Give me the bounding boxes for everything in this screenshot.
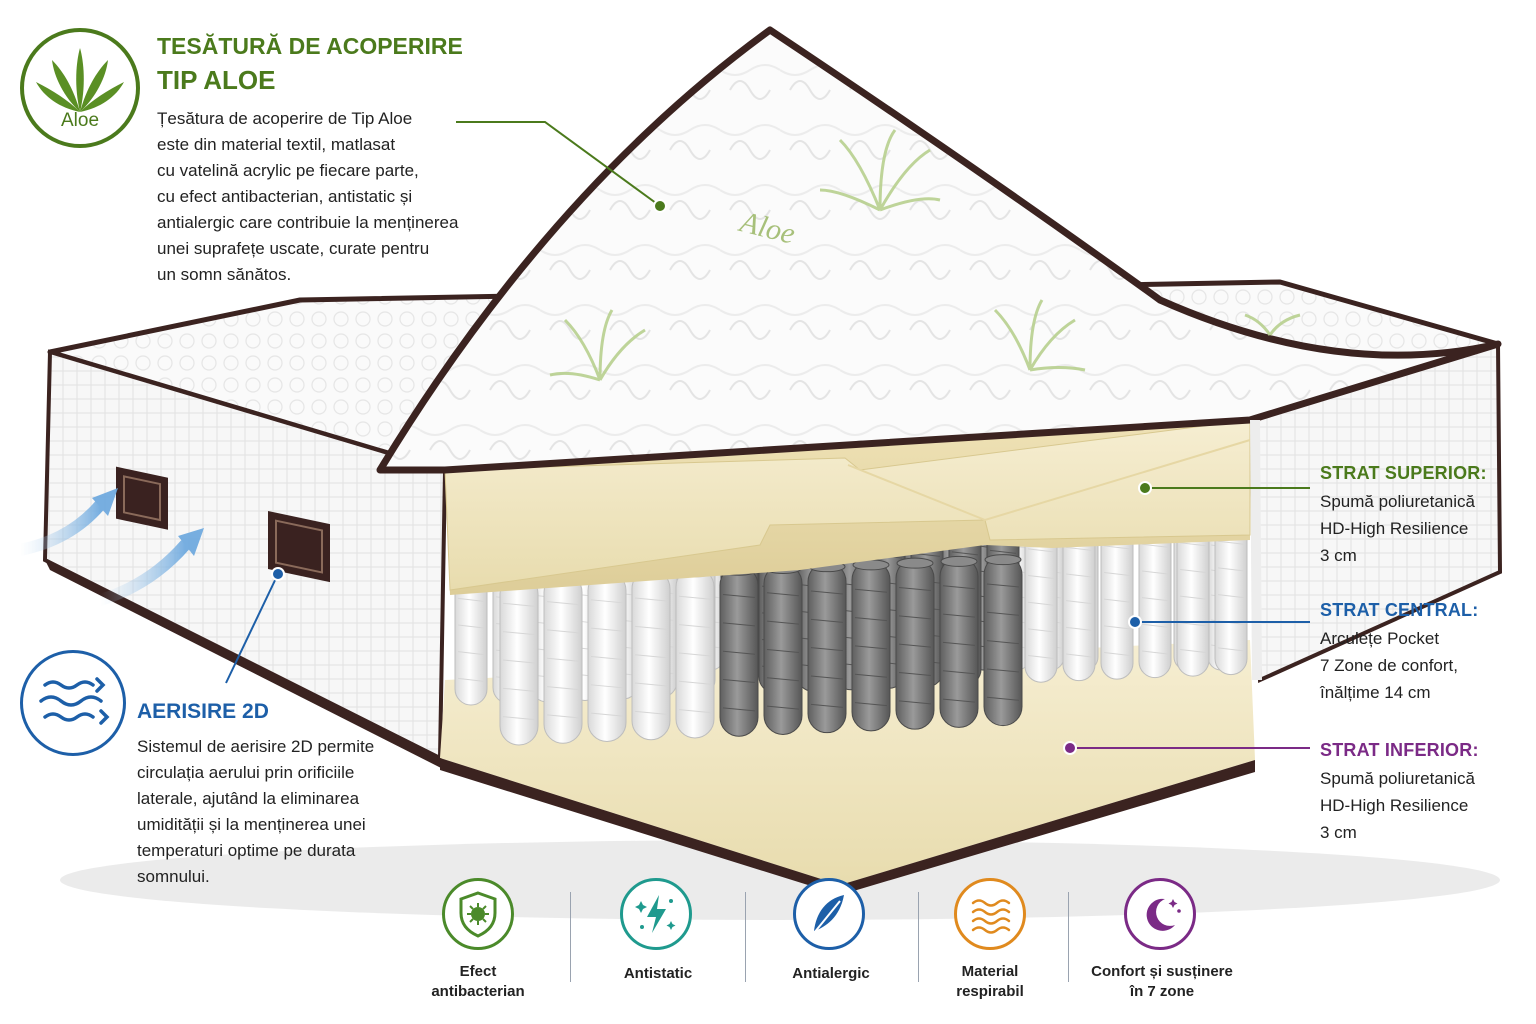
feature-antiallergic-badge: [793, 878, 865, 950]
aeration-desc-line: Sistemul de aerisire 2D permite: [137, 737, 375, 756]
airflow-arrows: [14, 488, 204, 606]
vent-handle-2: [268, 510, 330, 583]
feature-antistatic-badge: [620, 878, 692, 950]
spring-coil: [983, 554, 1023, 727]
aloe-desc-line: cu efect antibacterian, antistatic și: [157, 187, 413, 206]
moon-stars-icon: [1146, 898, 1181, 931]
feature-label-comfort: Confort și susținere în 7 zone: [1077, 962, 1247, 1002]
aeration-desc-line: laterale, ajutând la eliminarea: [137, 789, 360, 808]
layer-top-title: STRAT SUPERIOR:: [1320, 463, 1487, 483]
layer-bottom-line: 3 cm: [1320, 823, 1357, 842]
feature-label-line: respirabil: [956, 983, 1024, 1000]
feature-divider: [1068, 892, 1069, 982]
vent-handle-1: [116, 466, 168, 530]
aloe-desc-line: Țesătura de acoperire de Tip Aloe: [157, 109, 413, 128]
spring-coil: [675, 566, 715, 739]
aeration-desc-line: temperaturi optime pe durata: [137, 841, 356, 860]
layer-bottom-callout: STRAT INFERIOR: Spumă poliuretanică HD-H…: [1320, 740, 1530, 846]
aloe-cover-flap: [376, 26, 1502, 474]
aloe-plant-icon: [36, 48, 124, 112]
layer-top-line: Spumă poliuretanică: [1320, 492, 1475, 511]
spring-coil: [499, 573, 539, 746]
pocket-springs: [454, 513, 1248, 746]
aloe-description: Țesătura de acoperire de Tip Aloe este d…: [157, 106, 517, 288]
feature-label-line: Antialergic: [792, 965, 870, 982]
layer-top-callout: STRAT SUPERIOR: Spumă poliuretanică HD-H…: [1320, 463, 1530, 569]
spring-coil: [939, 555, 979, 728]
layer-central-line: înălțime 14 cm: [1320, 683, 1431, 702]
feature-divider: [570, 892, 571, 982]
feature-label-breathable: Material respirabil: [915, 962, 1065, 1002]
feature-comfort-badge: [1124, 878, 1196, 950]
aloe-badge-text: Aloe: [60, 110, 100, 131]
spring-coil: [807, 561, 847, 734]
aloe-desc-line: este din material textil, matlasat: [157, 135, 396, 154]
aeration-badge: [20, 650, 126, 756]
spring-coil: [631, 568, 671, 741]
airflow-waves-icon: [971, 899, 1011, 934]
shield-bacteria-icon: [459, 891, 497, 938]
spring-coil: [851, 559, 891, 732]
aloe-desc-line: un somn sănătos.: [157, 265, 292, 284]
layer-central-title: STRAT CENTRAL:: [1320, 600, 1479, 620]
aeration-desc-line: circulația aerului prin orificiile: [137, 763, 355, 782]
spring-coil: [719, 564, 759, 737]
aloe-title-line2: TIP ALOE: [157, 65, 276, 95]
feature-label-line: Material: [961, 963, 1019, 980]
aloe-desc-line: cu vatelină acrylic pe fiecare parte,: [157, 161, 419, 180]
aloe-title-line1: TESĂTURĂ DE ACOPERIRE: [157, 33, 463, 59]
layer-bottom-line: Spumă poliuretanică: [1320, 769, 1475, 788]
spring-coil: [587, 569, 627, 742]
feature-breathable-badge: [954, 878, 1026, 950]
feature-label-antiallergic: Antialergic: [756, 964, 906, 984]
layer-top-line: 3 cm: [1320, 546, 1357, 565]
layer-bottom-title: STRAT INFERIOR:: [1320, 740, 1479, 760]
aloe-leaf-pattern: [549, 129, 1301, 382]
aloe-desc-line: antialergic care contribuie la menținere…: [157, 213, 459, 232]
spring-coil: [895, 557, 935, 730]
layer-central-line: Arculețe Pocket: [1320, 629, 1440, 648]
feature-label-line: antibacterian: [431, 983, 525, 1000]
layer-central-callout: STRAT CENTRAL: Arculețe Pocket 7 Zone de…: [1320, 600, 1530, 706]
feature-label-antistatic: Antistatic: [583, 964, 733, 984]
feature-label-line: Antistatic: [623, 965, 693, 982]
air-waves-icon: [39, 677, 110, 725]
spring-coil: [763, 562, 803, 735]
layer-top-line: HD-High Resilience: [1320, 519, 1469, 538]
lightning-sparkle-icon: [635, 895, 676, 933]
aeration-desc-line: umidității și la menținerea unei: [137, 815, 366, 834]
feature-antibacterial-badge: [442, 878, 514, 950]
feature-label-antibacterial: Efect antibacterian: [403, 962, 553, 1002]
feature-divider: [918, 892, 919, 982]
leader-lines: [225, 121, 1310, 755]
aloe-badge: Aloe: [20, 28, 140, 148]
aeration-desc-line: somnului.: [137, 867, 210, 886]
layer-central-line: 7 Zone de confort,: [1320, 656, 1458, 675]
spring-coil: [543, 571, 583, 744]
aeration-title: AERISIRE 2D: [137, 700, 269, 723]
layer-bottom-line: HD-High Resilience: [1320, 796, 1469, 815]
feature-label-line: Efect: [459, 963, 497, 980]
feather-icon: [813, 895, 844, 934]
aeration-description: Sistemul de aerisire 2D permite circulaț…: [137, 734, 437, 890]
feature-label-line: în 7 zone: [1129, 983, 1195, 1000]
feature-divider: [745, 892, 746, 982]
feature-label-line: Confort și susținere: [1091, 963, 1233, 980]
aloe-desc-line: unei suprafețe uscate, curate pentru: [157, 239, 430, 258]
